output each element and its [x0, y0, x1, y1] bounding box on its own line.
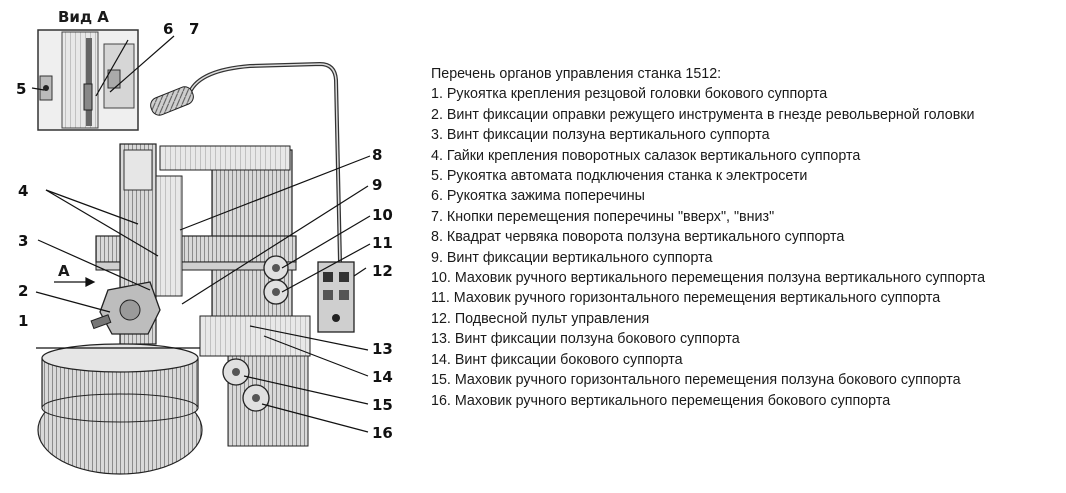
leader-lines: [31, 35, 371, 433]
machine-diagram: Вид А А 1 2 3 4 5 6 7 8 9 10 11 12 13 14…: [0, 0, 420, 488]
legend-item: 15. Маховик ручного горизонтального пере…: [431, 372, 961, 389]
legend-list: 1. Рукоятка крепления резцовой головки б…: [431, 84, 1061, 411]
legend-item: 7. Кнопки перемещения поперечины "вверх"…: [431, 208, 775, 225]
lamp: [150, 86, 194, 116]
callout-9: 9: [372, 176, 383, 194]
legend-item: 13. Винт фиксации ползуна бокового суппо…: [431, 331, 740, 348]
turret-head: [90, 281, 161, 335]
callout-4: 4: [18, 182, 29, 200]
control-pendant: [317, 261, 355, 333]
callout-8: 8: [372, 146, 383, 164]
legend-item: 16. Маховик ручного вертикального переме…: [431, 392, 891, 409]
machine-drawing: [31, 29, 371, 475]
legend-item: 6. Рукоятка зажима поперечины: [431, 188, 645, 205]
callout-11: 11: [372, 234, 393, 252]
callout-12: 12: [372, 262, 393, 280]
controls-legend: Перечень органов управления станка 1512:…: [431, 64, 1061, 411]
callout-7: 7: [189, 20, 200, 38]
callout-13: 13: [372, 340, 393, 358]
callout-10: 10: [372, 206, 393, 224]
legend-title: Перечень органов управления станка 1512:: [431, 66, 722, 82]
legend-item: 14. Винт фиксации бокового суппорта: [431, 351, 683, 368]
callout-15: 15: [372, 396, 393, 414]
legend-item: 2. Винт фиксации оправки режущего инстру…: [431, 106, 975, 123]
view-a-label: Вид А: [58, 8, 109, 26]
legend-item: 11. Маховик ручного горизонтального пере…: [431, 290, 941, 307]
legend-item: 12. Подвесной пульт управления: [431, 310, 650, 327]
pendant-arm: [150, 61, 342, 263]
callout-16: 16: [372, 424, 393, 442]
legend-item: 3. Винт фиксации ползуна вертикального с…: [431, 127, 770, 144]
legend-item: 9. Винт фиксации вертикального суппорта: [431, 249, 713, 266]
legend-item: 1. Рукоятка крепления резцовой головки б…: [431, 86, 828, 103]
side-support: [199, 255, 311, 447]
legend-item: 4. Гайки крепления поворотных салазок ве…: [431, 147, 861, 164]
legend-item: 5. Рукоятка автомата подключения станка …: [431, 168, 808, 185]
legend-item: 8. Квадрат червяка поворота ползуна верт…: [431, 229, 845, 246]
callout-1: 1: [18, 312, 29, 330]
callout-6: 6: [163, 20, 174, 38]
legend-item: 10. Маховик ручного вертикального переме…: [431, 270, 986, 287]
callout-3: 3: [18, 232, 29, 250]
callout-2: 2: [18, 282, 29, 300]
callout-14: 14: [372, 368, 393, 386]
callout-5: 5: [16, 80, 27, 98]
rotary-table: [37, 343, 203, 475]
view-a-arrow-label: А: [58, 262, 70, 280]
